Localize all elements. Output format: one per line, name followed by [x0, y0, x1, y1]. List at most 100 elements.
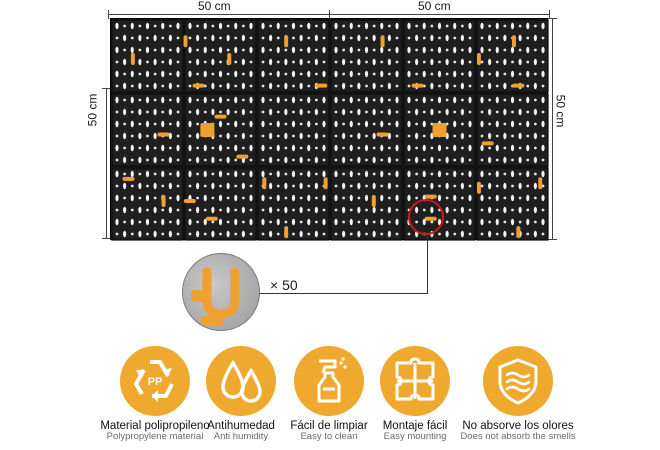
peg-hole [307, 158, 311, 162]
peg-hole [168, 98, 172, 102]
peg-hole [284, 206, 288, 214]
peg-hole [541, 194, 545, 202]
peg-hole [364, 22, 369, 30]
peg-hole [196, 24, 200, 28]
pegboard-panel [111, 93, 184, 167]
peg-hole [495, 36, 499, 40]
peg-hole [372, 156, 376, 164]
peg-hole [349, 194, 353, 202]
peg-hole [138, 82, 142, 90]
peg-hole [437, 46, 442, 54]
peg-hole [211, 220, 215, 224]
peg-hole [372, 182, 376, 190]
peg-hole [291, 22, 296, 30]
feature-easy-clean: Fácil de limpiar Easy to clean [274, 346, 384, 443]
peg-hole [342, 108, 346, 116]
peg-hole [541, 158, 545, 162]
dim-label-right: 50 cm [553, 94, 568, 128]
peg-hole [372, 48, 376, 52]
peg-hole [415, 98, 419, 102]
peg-hole [349, 232, 353, 236]
peg-hole [349, 46, 353, 54]
peg-hole [269, 230, 273, 238]
peg-hole [495, 208, 499, 212]
peg-hole [269, 82, 273, 90]
peg-hole [146, 208, 149, 212]
peg-hole [299, 132, 303, 140]
peg-hole [292, 232, 295, 236]
peg-hole [365, 110, 368, 114]
peg-hole [395, 22, 399, 30]
peg-hole [380, 110, 384, 114]
peg-hole [380, 96, 384, 104]
peg-hole [342, 182, 346, 190]
peg-hole [395, 208, 399, 212]
peg-hole [533, 146, 537, 150]
peg-hole [460, 98, 464, 102]
peg-hole [203, 70, 207, 78]
peg-hole [203, 96, 207, 104]
peg-hole [407, 120, 411, 128]
peg-hole [269, 72, 273, 76]
peg-hole [415, 24, 419, 28]
peg-hole [211, 72, 215, 76]
peg-hole [445, 230, 449, 238]
dim-line-left [106, 88, 107, 238]
peg-hole [438, 232, 441, 236]
peg-hole [407, 134, 411, 138]
peg-hole [249, 70, 253, 78]
peg-hole [219, 36, 222, 40]
peg-hole [168, 132, 172, 140]
peg-hole [168, 206, 172, 214]
peg-hole [438, 110, 441, 114]
peg-hole [226, 24, 230, 28]
peg-hole [226, 34, 230, 42]
peg-hole [299, 182, 303, 190]
peg-hole [153, 146, 157, 150]
peg-hole [145, 46, 150, 54]
peg-hole [415, 108, 419, 116]
peg-hole [445, 48, 449, 52]
peg-hole [153, 48, 157, 52]
peg-hole [518, 196, 522, 200]
pegboard-panel [403, 19, 476, 93]
peg-hole [196, 58, 200, 66]
peg-hole [480, 170, 484, 178]
peg-hole [438, 60, 441, 64]
peg-hole [468, 218, 472, 226]
peg-hole [146, 110, 149, 114]
peg-hole [453, 208, 457, 212]
peg-hole [218, 70, 223, 78]
peg-hole [387, 82, 391, 90]
peg-hole [130, 110, 134, 114]
peg-hole [372, 230, 376, 238]
peg-hole [342, 98, 346, 102]
peg-hole [488, 146, 492, 150]
peg-hole [219, 110, 222, 114]
peg-hole [380, 170, 384, 178]
peg-hole [322, 194, 326, 202]
peg-hole [261, 110, 265, 114]
orange-holder [376, 132, 389, 137]
peg-hole [249, 84, 253, 88]
peg-hole [291, 170, 296, 178]
peg-hole [234, 120, 238, 128]
svg-text:PP: PP [148, 376, 163, 388]
peg-hole [291, 144, 296, 152]
peg-hole [445, 58, 449, 66]
peg-hole [188, 134, 192, 138]
peg-hole [365, 36, 368, 40]
peg-hole [234, 134, 238, 138]
orange-hook [380, 35, 385, 48]
peg-hole [460, 196, 464, 200]
peg-hole [168, 172, 172, 176]
peg-hole [130, 194, 134, 202]
feature-no-odor: No absorve los olores Does not absorb th… [456, 346, 580, 443]
peg-hole [422, 134, 426, 138]
peg-hole [511, 232, 514, 236]
peg-hole [115, 194, 119, 202]
peg-hole [314, 132, 318, 140]
pegboard-panel [111, 19, 184, 93]
peg-hole [468, 144, 472, 152]
peg-hole [241, 82, 245, 90]
